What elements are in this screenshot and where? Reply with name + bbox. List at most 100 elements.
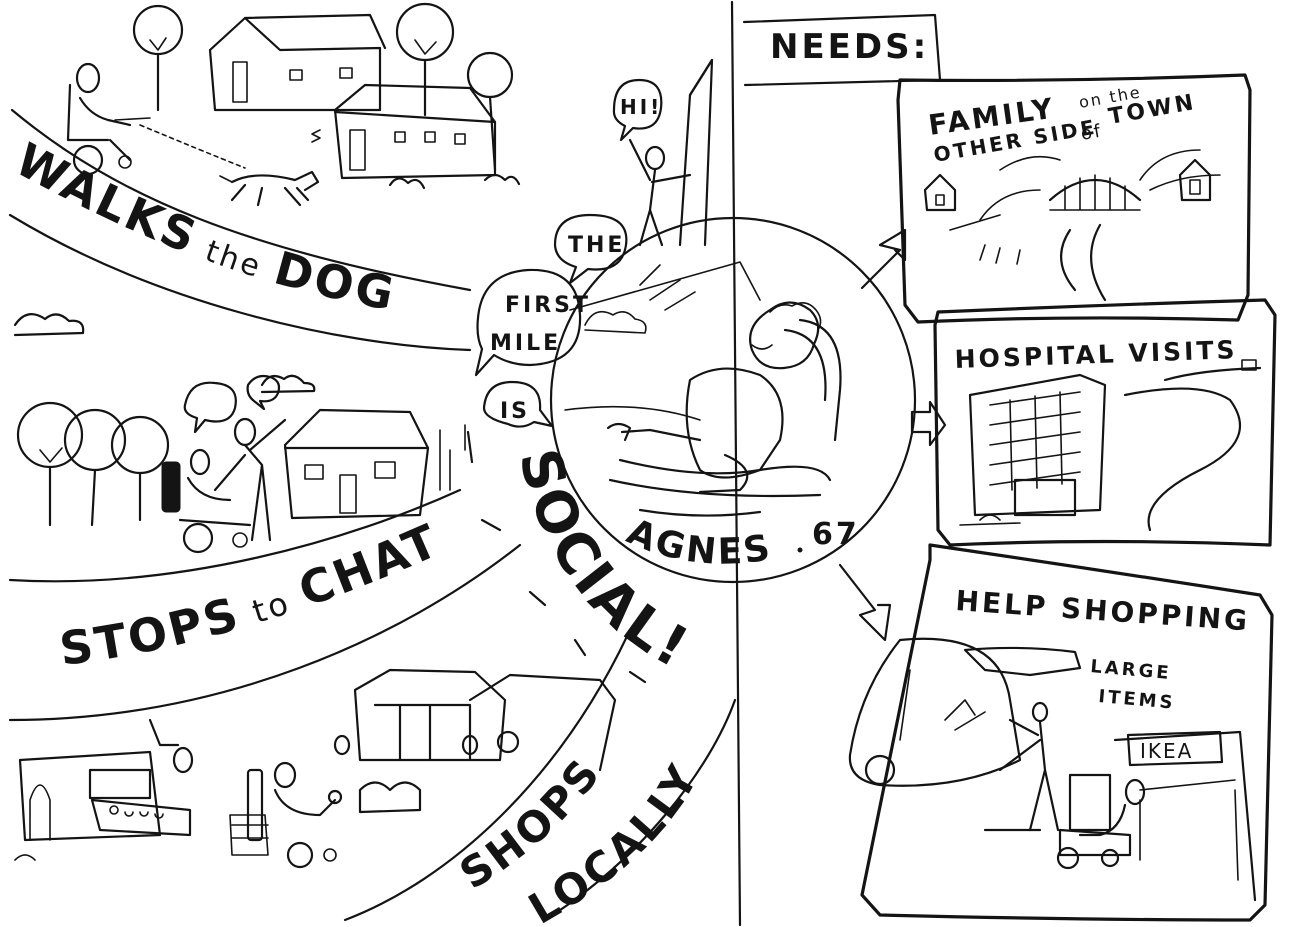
agnes-smile-icon	[751, 344, 773, 350]
tree-icon	[395, 2, 455, 117]
shop-building-icon	[468, 673, 617, 772]
sun-rays	[639, 264, 696, 311]
wheelchair-user-icon	[66, 62, 151, 176]
agnes-head-icon	[749, 301, 820, 370]
shopping-line3: ITEMS	[1098, 686, 1177, 714]
arrow-icon	[838, 563, 892, 642]
shop-sign-icon	[496, 730, 520, 754]
tree-icon	[132, 4, 184, 112]
shopping-line1: HELP SHOPPING	[955, 584, 1252, 637]
leash-line	[139, 124, 246, 169]
person-icon	[1031, 701, 1049, 723]
wheelchair-back-icon	[798, 318, 842, 442]
ikea-sign-text: IKEA	[1140, 739, 1193, 763]
band-lines	[8, 108, 737, 922]
stops-word: STOPS	[56, 586, 246, 676]
box-icon	[1068, 773, 1112, 832]
grass-marks	[439, 424, 466, 491]
hi-bubble	[612, 78, 663, 142]
persona-age: 67	[812, 517, 860, 552]
tree-icon	[466, 51, 514, 172]
bush-icon	[483, 173, 521, 186]
store-detail	[1139, 779, 1239, 881]
tree-icon	[16, 401, 84, 527]
first-text: FIRST	[505, 293, 591, 318]
shop-window-icon	[373, 703, 472, 762]
center-divider-line	[730, 0, 742, 927]
walks-the-word: the	[201, 234, 267, 286]
shop-building-icon	[353, 668, 507, 762]
hospital-windows	[989, 391, 1081, 491]
river-icon	[1060, 223, 1107, 302]
comma-mark	[797, 547, 803, 553]
family-small2: of	[1079, 121, 1104, 145]
signpost-icon	[678, 58, 714, 247]
wheelchair-wheel-icon	[1056, 846, 1080, 870]
band-curve-2	[8, 213, 472, 352]
first-mile-bubble	[474, 268, 582, 377]
bridge-icon	[1049, 174, 1141, 211]
joystick-icon	[606, 422, 632, 442]
band-curve-5	[343, 628, 632, 922]
person-icon	[1078, 803, 1127, 837]
shop-window-icon	[88, 768, 152, 800]
produce-icon	[109, 805, 164, 819]
hospital-panel	[933, 298, 1277, 547]
walk-scene	[66, 2, 521, 207]
stops-chat-word: CHAT	[292, 513, 448, 618]
arrow-icon	[910, 400, 947, 447]
van-detail	[899, 669, 986, 741]
store-sign-icon	[1126, 730, 1224, 767]
shopping-panel	[848, 543, 1274, 922]
walks-dog-word: DOG	[269, 241, 401, 322]
wheelchair-user-icon	[229, 761, 337, 869]
family-panel	[896, 73, 1252, 324]
stops-to-word: to	[248, 583, 296, 631]
walks-dog-label: WALKStheDOG	[7, 132, 401, 321]
chat-scene	[13, 313, 466, 554]
car-icon	[1241, 359, 1257, 371]
bush-icon	[959, 514, 1021, 526]
is-text: IS	[500, 399, 530, 424]
hospital-label: HOSPITAL VISITS	[954, 335, 1238, 374]
agnes-arm-icon	[620, 428, 702, 442]
agnes-arm-icon	[698, 453, 749, 494]
person-head-icon	[644, 145, 666, 171]
doorway-icon	[29, 784, 51, 841]
person-icon	[628, 138, 692, 247]
mile-text: MILE	[490, 331, 561, 356]
family-panel-frame	[896, 73, 1252, 324]
awning-icon	[148, 718, 180, 747]
needs-frame	[742, 13, 942, 87]
house-icon	[283, 408, 430, 520]
band-curve-1	[10, 108, 472, 292]
cloud-icon	[13, 313, 85, 337]
the-bubble	[553, 213, 628, 285]
seat-line	[608, 478, 822, 498]
seat-line	[638, 508, 762, 517]
seat-line	[618, 458, 832, 482]
house-icon	[1178, 158, 1212, 202]
wheelchair-back-icon	[783, 328, 827, 402]
person-icon	[998, 718, 1060, 832]
hospital-panel-frame	[933, 298, 1277, 547]
fruit-icon	[327, 789, 343, 805]
house-icon	[311, 83, 497, 180]
needs-title: NEEDS:	[770, 27, 929, 67]
produce-stall-icon	[358, 781, 422, 814]
road-icon	[1123, 387, 1242, 532]
shops-scene	[14, 668, 617, 869]
emphasis-marks	[466, 430, 647, 684]
dog-icon	[219, 170, 320, 207]
shopping-panel-frame	[860, 543, 1274, 922]
shopkeeper-icon	[172, 746, 194, 774]
person-icon	[1124, 778, 1146, 806]
persona-circle	[549, 216, 917, 584]
waving-person-scene	[612, 58, 714, 247]
van-door-icon	[963, 646, 1082, 677]
hi-text: HI!	[620, 95, 662, 119]
road-lines	[949, 149, 1221, 231]
bush-icon	[388, 177, 426, 190]
band-curve-3	[8, 488, 462, 583]
